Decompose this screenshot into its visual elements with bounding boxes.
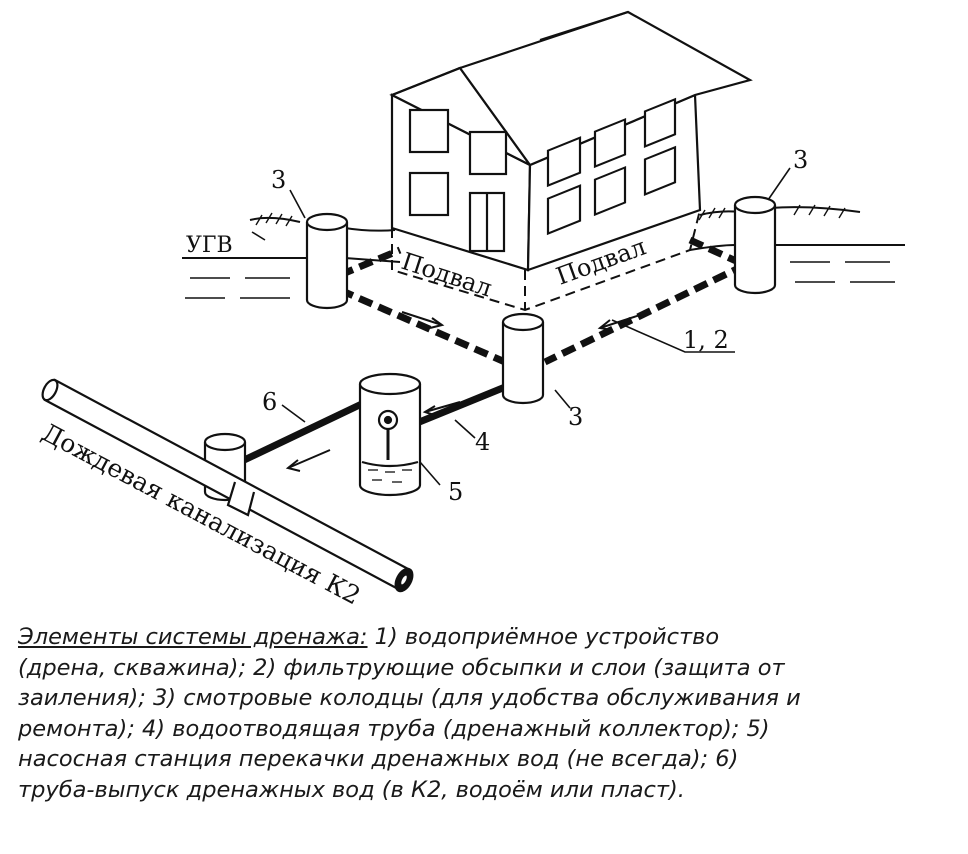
caption-line-6: труба-выпуск дренажных вод (в К2, водоём… (18, 776, 685, 803)
well-center-label: 3 (568, 403, 583, 431)
basement (391, 209, 701, 312)
caption-line-3: заиления); 3) смотровые колодцы (для удо… (18, 685, 801, 711)
caption-line-4: ремонта); 4) водоотводящая труба (дренаж… (18, 715, 770, 742)
outlet-pipe (238, 396, 372, 466)
flow-arrows (285, 311, 641, 472)
ground-left (182, 216, 401, 299)
pump-station-label: 5 (448, 478, 463, 506)
storm-sewer-label: Дождевая канализация К2 (37, 418, 365, 610)
ground-right (689, 206, 905, 283)
well-right (733, 195, 777, 295)
legend-caption: Элементы системы дренажа: 1) водоприёмно… (18, 622, 953, 805)
well-right-label: 3 (793, 146, 808, 174)
ground-hatch (255, 204, 846, 227)
outlet-pipe-label: 6 (262, 388, 277, 416)
well-left (305, 212, 349, 310)
caption-heading: Элементы системы дренажа: (18, 624, 368, 650)
caption-line-2: (дрена, скважина); 2) фильтрующие обсыпк… (18, 654, 785, 681)
well-center (501, 312, 545, 405)
pipe-1-2-label: 1, 2 (683, 326, 729, 354)
well-left-label: 3 (271, 166, 286, 194)
caption-line-1: Элементы системы дренажа: 1) водоприёмно… (18, 622, 953, 653)
collector-pipe (410, 381, 512, 429)
collector-pipe-label: 4 (475, 428, 490, 456)
caption-line-5: насосная станция перекачки дренажных вод… (18, 746, 739, 772)
leader-lines (251, 167, 791, 486)
outlet-connector (226, 481, 256, 517)
storm-sewer-pipe (41, 378, 414, 593)
caption-text-1: 1) водоприёмное устройство (367, 624, 720, 650)
drainage-system-diagram: Подвал Подвал (37, 10, 905, 610)
ugv-label: УГВ (186, 233, 233, 258)
pump-station (358, 372, 422, 497)
house-windows (408, 97, 677, 253)
